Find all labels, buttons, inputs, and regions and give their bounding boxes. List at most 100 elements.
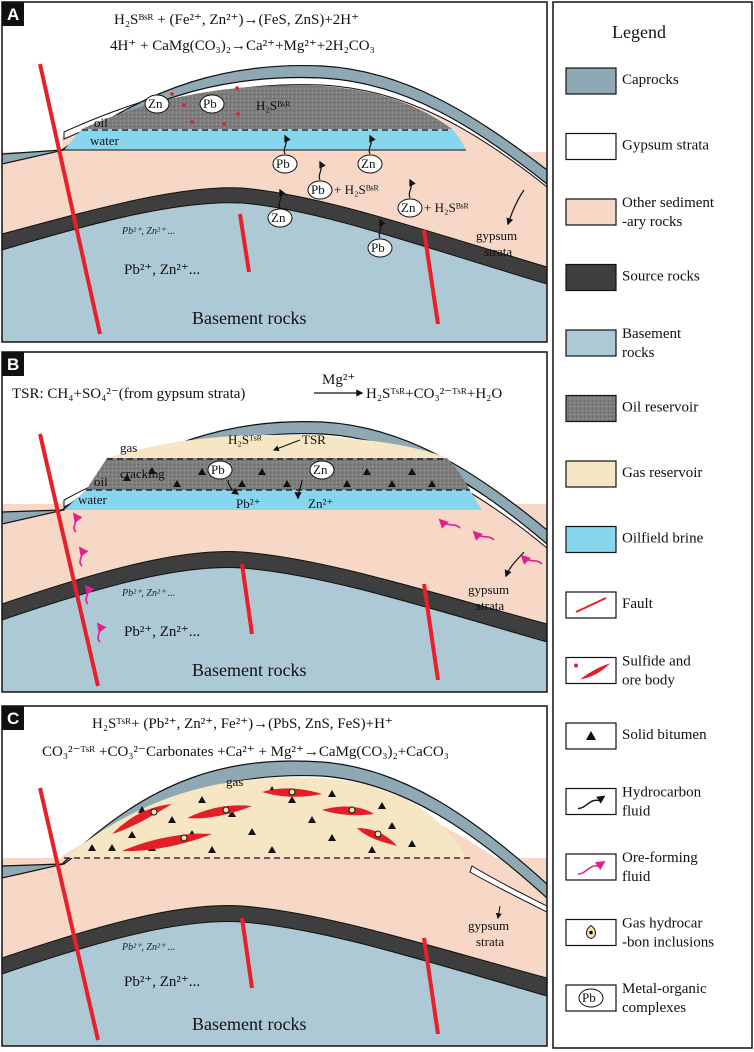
strata-label: strata bbox=[476, 934, 504, 949]
legend-label: -ary rocks bbox=[622, 214, 683, 230]
equation-1: H₂Sᵀˢᴿ+ (Pb²⁺, Zn²⁺, Fe²⁺)→(PbS, ZnS, Fe… bbox=[92, 716, 393, 732]
gas-inclusions bbox=[150, 788, 382, 842]
legend-item-hc_fluid: Hydrocarbon fluid bbox=[565, 785, 702, 820]
ore-forming-fluid-icon bbox=[577, 860, 606, 875]
hydrocarbon-fluid-arrows bbox=[227, 479, 525, 578]
complex-icon-label: Pb bbox=[582, 990, 596, 1005]
ions-label: Pb²⁺, Zn²⁺... bbox=[124, 974, 200, 990]
fault-line bbox=[38, 433, 100, 687]
legend-swatch bbox=[565, 460, 617, 488]
legend-item-sediment: Other sediment -ary rocks bbox=[565, 195, 715, 230]
basement-label: Basement rocks bbox=[192, 660, 306, 680]
complex-label: Pb bbox=[211, 462, 225, 477]
legend-label: Ore-forming bbox=[622, 850, 698, 866]
legend-label: Oilfield brine bbox=[622, 531, 704, 547]
legend-label: Metal-organic bbox=[622, 981, 707, 997]
legend-swatch bbox=[565, 198, 617, 226]
complex-label: Zn bbox=[313, 462, 328, 477]
legend-swatch bbox=[565, 67, 617, 95]
legend-label: Hydrocarbon bbox=[622, 785, 702, 801]
complex-label: Pb bbox=[311, 182, 325, 197]
ions-label: Pb²⁺, Zn²⁺... bbox=[124, 624, 200, 640]
panel-b: TSR: CH₄+SO₄²⁻(from gypsum strata) Mg²⁺ … bbox=[1, 351, 548, 693]
panel-letter: A bbox=[7, 5, 19, 24]
legend-swatch bbox=[565, 263, 617, 292]
legend-item-oil: Oil reservoir bbox=[565, 394, 698, 423]
fault-line bbox=[240, 917, 254, 989]
legend-item-sulfide: Sulfide and ore body bbox=[565, 654, 691, 689]
fault-icon bbox=[575, 597, 607, 613]
equation-2: CO₃²⁻ᵀˢᴿ +CO₃²⁻Carbonates +Ca²⁺ + Mg²⁺→C… bbox=[42, 744, 449, 760]
legend-label: -bon inclusions bbox=[622, 935, 714, 951]
legend-item-gypsum: Gypsum strata bbox=[565, 132, 709, 161]
fault-line bbox=[38, 63, 102, 335]
legend-label: rocks bbox=[622, 345, 655, 361]
panel-letter-badge bbox=[2, 352, 24, 376]
legend-label: ore body bbox=[622, 673, 675, 689]
basement-layer bbox=[2, 563, 547, 692]
oil-reservoir bbox=[86, 458, 470, 490]
zn-ion-label: Zn²⁺ bbox=[308, 496, 333, 511]
legend-item-bitumen: Solid bitumen bbox=[565, 722, 707, 750]
solid-bitumen bbox=[123, 464, 436, 487]
legend-label: Oil reservoir bbox=[622, 400, 698, 416]
hydrocarbon-fluid-icon bbox=[577, 795, 606, 810]
legend-label: Gas hydrocar bbox=[622, 916, 702, 932]
fault-line bbox=[422, 937, 440, 1035]
fault-line bbox=[238, 213, 251, 273]
source-ions-label: Pb²⁺, Zn²⁺ ... bbox=[121, 942, 175, 953]
water-label: water bbox=[90, 133, 120, 148]
metal-organic-complex: Zn Pb Pb Zn Pb Zn Zn Pb bbox=[144, 94, 423, 258]
complex-label: Pb bbox=[371, 240, 385, 255]
legend-label: Other sediment bbox=[622, 195, 715, 211]
panel-a: H₂Sᴮˢᴿ + (Fe²⁺, Zn²⁺)→(FeS, ZnS)+2H⁺ 4H⁺… bbox=[1, 1, 548, 343]
complex-label: Zn bbox=[271, 210, 286, 225]
equation-products: H₂Sᵀˢᴿ+CO₃²⁻ᵀˢᴿ+H₂O bbox=[366, 386, 502, 402]
caprock-layer bbox=[2, 64, 547, 185]
legend-item-inclusion: Gas hydrocar -bon inclusions bbox=[565, 916, 714, 951]
legend-item-brine: Oilfield brine bbox=[565, 525, 704, 554]
basement-layer bbox=[2, 917, 547, 1046]
gypsum-strata bbox=[469, 865, 547, 913]
complex-label: Zn bbox=[148, 96, 163, 111]
legend-swatch bbox=[565, 525, 617, 554]
sulfide-dot-icon bbox=[574, 663, 578, 668]
legend-swatch bbox=[565, 132, 617, 161]
gas-label: gas bbox=[226, 774, 243, 789]
legend-label: Sulfide and bbox=[622, 654, 691, 670]
legend-item-caprocks: Caprocks bbox=[565, 67, 679, 95]
strata-label: strata bbox=[484, 244, 512, 259]
bitumen-icon bbox=[586, 731, 596, 740]
oil-label: oil bbox=[94, 115, 108, 130]
equation-1: TSR: CH₄+SO₄²⁻(from gypsum strata) bbox=[12, 386, 245, 402]
panel-letter-badge bbox=[2, 706, 24, 730]
complex-label: Pb bbox=[203, 96, 217, 111]
legend-title: Legend bbox=[612, 22, 666, 42]
cracking-label: cracking bbox=[120, 466, 165, 481]
water-label: water bbox=[78, 492, 108, 507]
tsr-label: TSR bbox=[302, 432, 326, 447]
panel-letter: C bbox=[7, 709, 19, 728]
source-rock-layer bbox=[2, 187, 547, 285]
ore-forming-fluid-arrows bbox=[72, 512, 543, 643]
legend-label: Basement bbox=[622, 326, 682, 342]
oil-label: oil bbox=[94, 474, 108, 489]
fault-line bbox=[240, 563, 254, 635]
complex-label: Pb bbox=[276, 156, 290, 171]
panel-letter-badge bbox=[2, 2, 24, 26]
complex-label: Zn bbox=[401, 200, 416, 215]
legend-label: fluid bbox=[622, 869, 651, 885]
legend-label: fluid bbox=[622, 804, 651, 820]
equation-2: 4H⁺ + CaMg(CO₃)₂→Ca²⁺+Mg²⁺+2H₂CO₃ bbox=[110, 38, 375, 54]
legend-label: Source rocks bbox=[622, 269, 700, 285]
complex-label: Zn bbox=[361, 156, 376, 171]
hydrocarbon-fluid-arrows bbox=[278, 134, 525, 239]
brine-layer bbox=[64, 129, 466, 150]
fault-line bbox=[422, 229, 440, 325]
tsr-arrow bbox=[272, 439, 301, 452]
metal-organic-complex: Pb Zn bbox=[207, 460, 335, 480]
legend-swatch bbox=[565, 329, 617, 357]
